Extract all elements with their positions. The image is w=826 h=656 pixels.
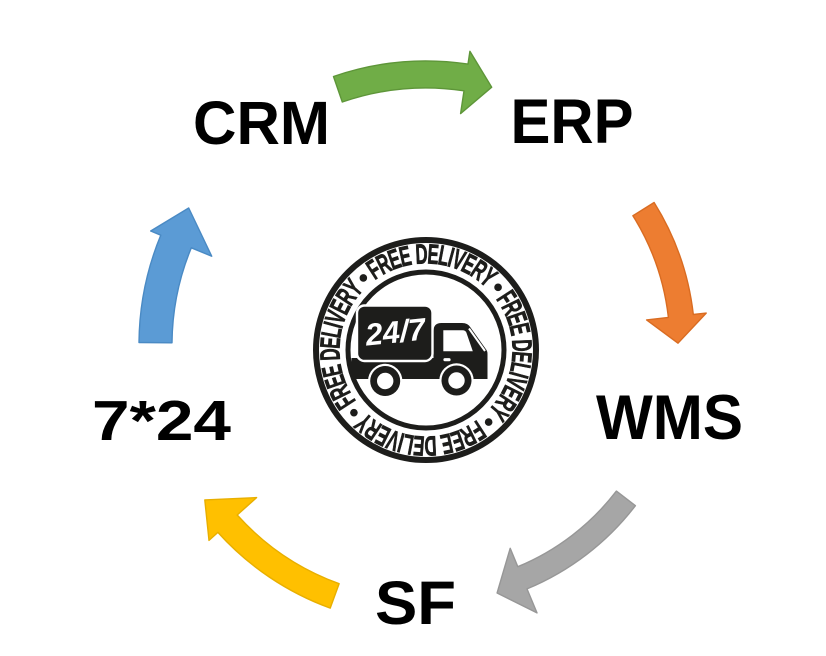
svg-text:24/7: 24/7 <box>363 311 429 352</box>
svg-text:ERP: ERP <box>511 87 634 157</box>
svg-text:E: E <box>412 430 426 462</box>
svg-text:E: E <box>314 336 346 350</box>
svg-text:D: D <box>415 238 429 270</box>
svg-text:D: D <box>314 348 346 362</box>
svg-text:7*24: 7*24 <box>92 389 232 452</box>
svg-text:SF: SF <box>375 569 456 638</box>
svg-text:E: E <box>426 238 440 270</box>
svg-text:WMS: WMS <box>596 383 743 453</box>
svg-text:E: E <box>506 350 538 364</box>
svg-text:CRM: CRM <box>193 89 330 158</box>
svg-text:D: D <box>506 339 538 353</box>
svg-text:D: D <box>424 430 438 462</box>
